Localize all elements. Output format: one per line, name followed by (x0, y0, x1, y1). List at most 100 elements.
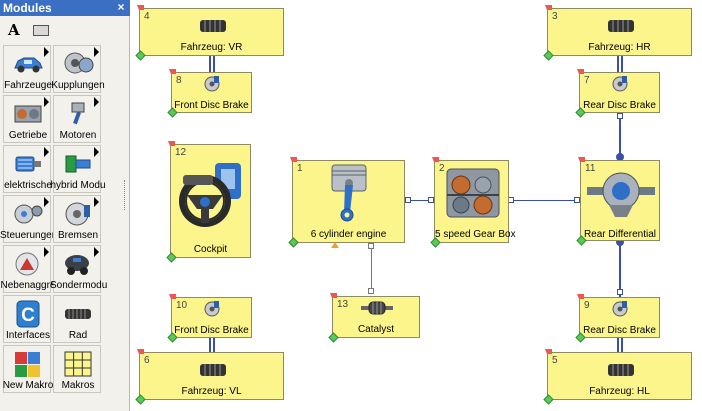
connection-wire[interactable] (619, 113, 621, 159)
module-bremsen[interactable]: Bremsen (53, 195, 101, 243)
connection-wire (371, 243, 372, 293)
electric-motor-icon (15, 156, 41, 172)
node-fahrzeug-hl[interactable]: 5 Fahrzeug: HL (543, 349, 692, 405)
green-flag-icon (135, 50, 146, 61)
diagram-canvas[interactable]: 4 Fahrzeug: VR 3 Fahrzeug: HR 8 Front Di… (131, 0, 702, 411)
module-makros[interactable]: Makros (53, 345, 101, 393)
node-fahrzeug-vl[interactable]: 6 Fahrzeug: VL (135, 349, 284, 405)
hybrid-module-icon (65, 155, 91, 173)
node-front-disc-brake-10[interactable]: 10 Front Disc Brake (167, 294, 252, 343)
connection-wire[interactable] (621, 338, 623, 352)
red-flag-icon (169, 69, 176, 74)
expand-arrow-icon[interactable] (94, 47, 99, 57)
junction-dot (616, 153, 624, 161)
input-port[interactable] (428, 197, 434, 203)
expand-arrow-icon[interactable] (44, 97, 49, 107)
exhaust-port[interactable] (368, 288, 374, 294)
module-label: Steuerungen (0, 230, 58, 241)
drawing-tools: A (0, 16, 130, 44)
warning-triangle-icon (331, 242, 339, 248)
module-fahrzeuge[interactable]: Fahrzeuge (3, 45, 52, 93)
output-port[interactable] (405, 197, 411, 203)
module-rad[interactable]: Rad (53, 295, 101, 343)
module-label: Motoren (59, 130, 97, 141)
expand-arrow-icon[interactable] (94, 97, 99, 107)
modules-panel-header: Modules × (0, 0, 130, 16)
connection-wire[interactable] (405, 200, 429, 201)
node-number: 12 (175, 147, 187, 158)
expand-arrow-icon[interactable] (44, 147, 49, 157)
node-label: 5 speed Gear Box (435, 229, 516, 240)
connection-wire[interactable] (509, 200, 577, 201)
node-fahrzeug-hr[interactable]: 3 Fahrzeug: HR (543, 5, 692, 61)
node-rear-disc-brake-9[interactable]: 9 Rear Disc Brake (575, 294, 660, 343)
connection-wire[interactable] (213, 56, 215, 72)
red-flag-icon (137, 349, 144, 354)
tire-icon (608, 364, 634, 376)
output-port[interactable] (617, 113, 623, 119)
differential-icon (587, 172, 655, 217)
expand-arrow-icon[interactable] (94, 197, 99, 207)
module-label: hybrid Modu (50, 180, 106, 191)
node-5-speed-gear-box[interactable]: 2 5 speed Gear Box (430, 157, 516, 248)
text-tool-icon[interactable]: A (8, 21, 20, 39)
red-flag-icon (137, 5, 144, 10)
connection-wire[interactable] (621, 56, 623, 72)
steering-wheel-icon (179, 163, 241, 227)
expand-arrow-icon[interactable] (94, 247, 99, 257)
module-label: Rad (68, 330, 88, 341)
module-nebenaggregate[interactable]: Nebenaggre (0, 245, 56, 293)
module-label: Getriebe (8, 130, 48, 141)
node-number: 13 (337, 299, 349, 310)
panel-splitter[interactable] (124, 180, 129, 210)
connection-wire[interactable] (617, 338, 619, 352)
expand-arrow-icon[interactable] (44, 47, 49, 57)
disc-brake-icon (204, 76, 220, 92)
input-port[interactable] (574, 197, 580, 203)
node-fahrzeug-vr[interactable]: 4 Fahrzeug: VR (135, 5, 284, 61)
module-motoren[interactable]: Motoren (53, 95, 101, 143)
exhaust-port[interactable] (368, 243, 374, 249)
node-rear-differential[interactable]: 11 Rear Differential (576, 157, 660, 246)
red-flag-icon (169, 294, 176, 299)
disc-brake-icon (204, 301, 220, 317)
node-catalyst[interactable]: 13 Catalyst (328, 293, 420, 343)
module-label: Kupplungen (51, 80, 105, 91)
module-elektrische[interactable]: elektrische (3, 145, 52, 193)
expand-arrow-icon[interactable] (44, 247, 49, 257)
expand-arrow-icon[interactable] (44, 197, 49, 207)
connection-wire[interactable] (619, 241, 621, 297)
catalyst-icon (361, 301, 393, 315)
connection-wire[interactable] (209, 338, 211, 352)
red-flag-icon (330, 293, 337, 298)
red-flag-icon (290, 157, 297, 162)
rectangle-tool-icon[interactable] (33, 25, 49, 36)
module-getriebe[interactable]: Getriebe (3, 95, 51, 143)
connection-wire[interactable] (617, 56, 619, 72)
node-number: 8 (176, 75, 182, 86)
modules-panel-title: Modules (3, 1, 52, 15)
green-flag-icon (576, 235, 587, 246)
red-flag-icon (545, 5, 552, 10)
module-new-makro[interactable]: New Makro (3, 345, 53, 393)
piston-icon (331, 164, 367, 222)
node-cockpit[interactable]: 12 Cockpit (166, 141, 251, 263)
expand-arrow-icon[interactable] (94, 147, 99, 157)
module-hybrid[interactable]: hybrid Modu (50, 145, 106, 193)
module-kupplungen[interactable]: Kupplungen (51, 45, 105, 93)
module-sondermodule[interactable]: Sondermodu (50, 245, 107, 293)
tire-icon (200, 20, 226, 32)
connection-wire[interactable] (213, 338, 215, 352)
close-icon[interactable]: × (117, 0, 125, 14)
node-rear-disc-brake-7[interactable]: 7 Rear Disc Brake (575, 69, 660, 118)
green-flag-icon (543, 394, 554, 405)
input-port[interactable] (617, 289, 623, 295)
node-label: Catalyst (357, 324, 395, 335)
node-number: 1 (297, 163, 303, 174)
module-steuerungen[interactable]: Steuerungen (0, 195, 57, 243)
node-6-cylinder-engine[interactable]: 1 6 cylinder engine (288, 157, 405, 248)
node-front-disc-brake-8[interactable]: 8 Front Disc Brake (167, 69, 252, 118)
module-interfaces[interactable]: C Interfaces (3, 295, 51, 343)
svg-text:C: C (21, 305, 35, 326)
connection-wire[interactable] (209, 56, 211, 72)
